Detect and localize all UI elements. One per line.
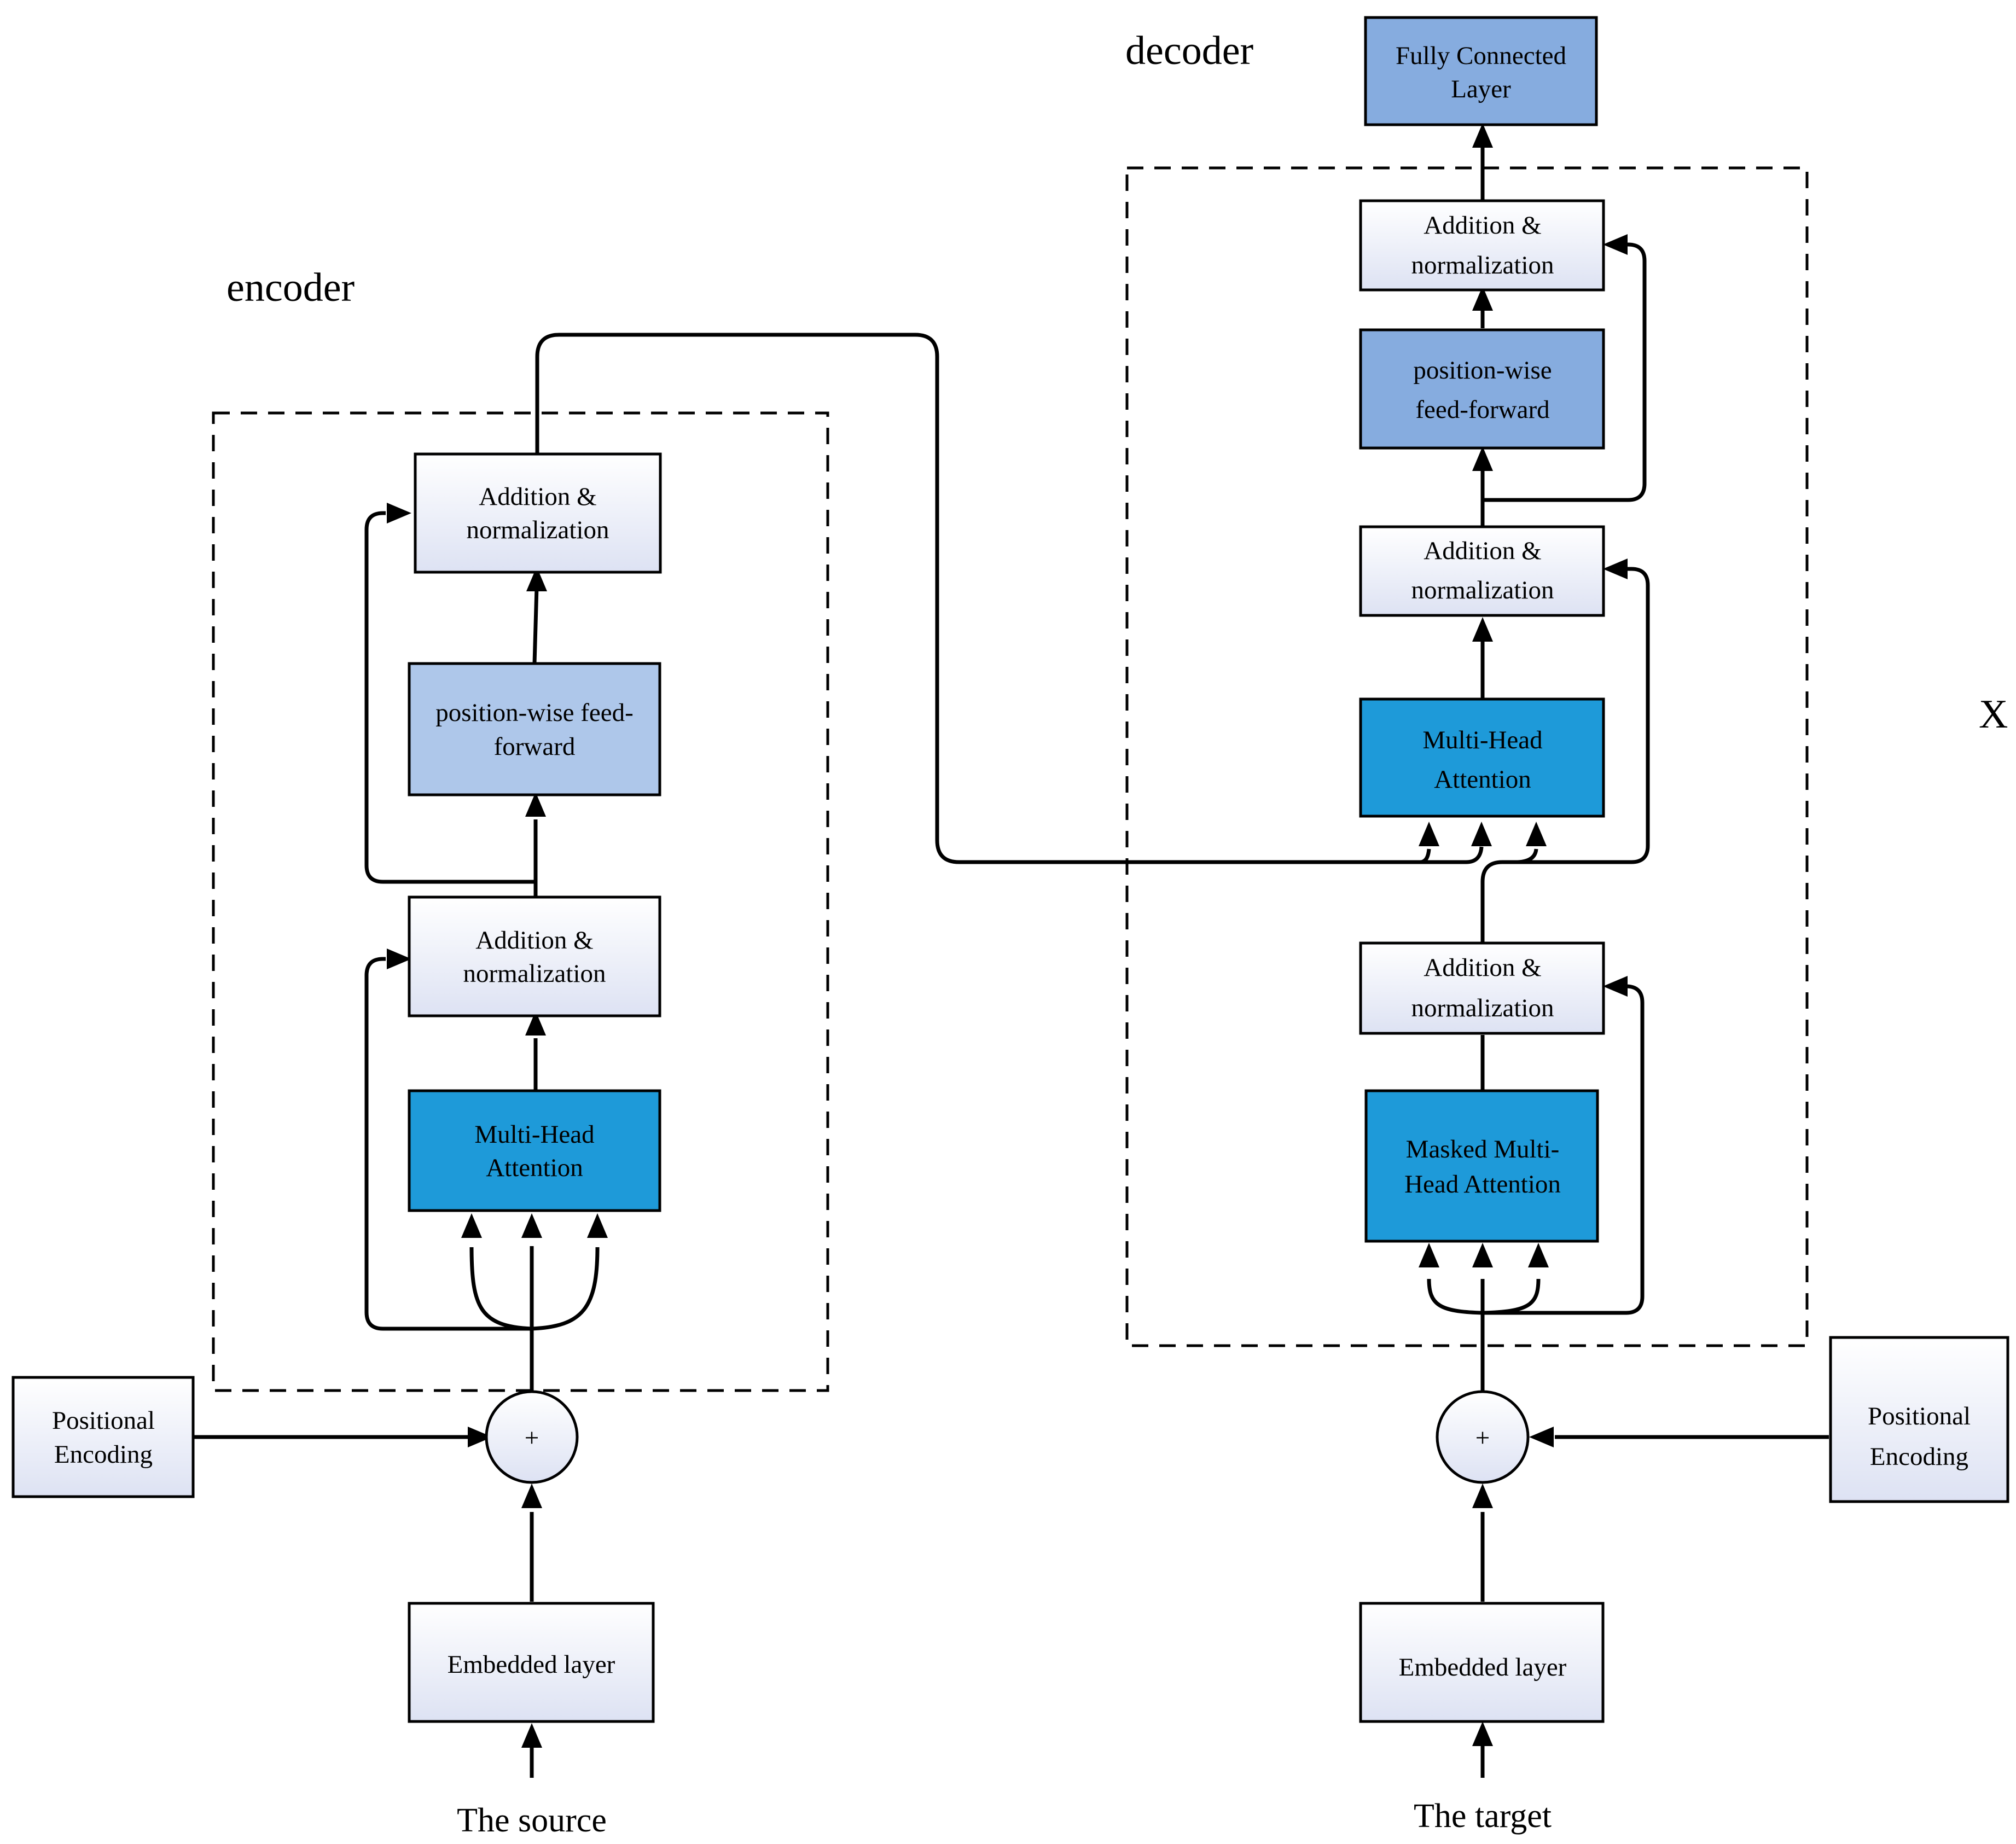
dec-addnorm1-to-attn-q [1480,848,1538,943]
arrowhead [1472,1721,1493,1746]
svg-text:position-wise feed-forward: position-wise feed-forward [435,699,634,761]
svg-text:Addition &normalization: Addition &normalization [466,482,609,544]
arrowhead [521,1213,542,1238]
svg-text:Addition &normalization: Addition &normalization [1411,537,1554,604]
arrowhead [1529,1427,1554,1447]
attention-branch-right [531,1247,600,1331]
arrowhead [526,567,547,591]
svg-text:Addition &normalization: Addition &normalization [1411,211,1554,280]
arrowhead [1472,1243,1493,1267]
arrowhead [521,1484,542,1508]
encoder-to-decoder-memory [535,333,1431,864]
svg-text:+: + [525,1424,539,1452]
decoder-addition-normalization-box-3: Addition &normalization [1359,199,1605,292]
encoder-residual-2 [364,511,536,884]
arrowhead [1472,617,1493,642]
arrowhead [1603,976,1628,997]
encoder-ff-to-addnorm [532,587,539,664]
masked-branch-right [1482,1278,1541,1315]
encoder-residual-1 [364,957,532,1331]
decoder-sum-node: + [1436,1390,1530,1484]
decoder-addition-normalization-box-1: Addition &normalization [1359,941,1605,1035]
svg-text:Addition &normalization: Addition &normalization [1411,953,1554,1022]
arrowhead [1419,822,1439,846]
encoder-feed-forward-box: position-wise feed-forward [408,662,661,796]
arrowhead [1603,234,1628,255]
encoder-label: encoder [226,265,355,310]
arrowhead [525,792,546,817]
decoder-stack-boundary [1125,166,1809,1347]
encoder-embedded-layer-box: Embedded layer [408,1602,655,1723]
arrowhead [1419,1243,1439,1267]
decoder-label: decoder [1125,28,1253,73]
decoder-residual-2 [1502,567,1650,864]
arrowhead [387,503,411,523]
arrowhead [525,1011,546,1036]
svg-text:Addition &normalization: Addition &normalization [463,926,606,988]
arrowhead [468,1427,492,1447]
encoder-addition-normalization-box-1: Addition &normalization [408,895,661,1017]
encoder-sum-node: + [485,1390,579,1484]
svg-text:+: + [1475,1424,1490,1452]
memory-to-attention-v [1420,846,1484,864]
decoder-addition-normalization-box-2: Addition &normalization [1359,525,1605,617]
svg-text:Embedded layer: Embedded layer [448,1650,615,1679]
arrowhead [1472,123,1493,148]
arrowhead [1603,559,1628,579]
decoder-masked-attention-box: Masked Multi-Head Attention [1364,1089,1599,1243]
arrowhead [387,949,411,969]
decoder-residual-3 [1483,242,1647,502]
masked-branch-left [1427,1278,1483,1315]
connector-lines [193,138,1829,1778]
arrowhead [1472,286,1493,311]
encoder-addition-normalization-box-2: Addition &normalization [414,452,662,574]
arrowhead [1472,446,1493,471]
arrowhead [1526,822,1547,846]
decoder-embedded-layer-box: Embedded layer [1359,1602,1605,1723]
svg-text:Embedded layer: Embedded layer [1399,1653,1567,1682]
target-input-label: The target [1414,1798,1552,1835]
encoder-stack-boundary [212,411,829,1392]
decoder-residual-1 [1483,984,1645,1315]
arrowhead [587,1213,608,1238]
attention-branch-left [469,1247,532,1331]
repeat-count-label: X n [1979,692,2016,737]
arrowhead [1471,822,1492,846]
svg-text:Masked Multi-Head Attention: Masked Multi-Head Attention [1404,1135,1561,1199]
arrowhead [461,1213,482,1238]
source-input-label: The source [457,1802,607,1839]
arrowhead [1528,1243,1549,1267]
arrowhead [521,1723,542,1748]
arrowhead [1472,1484,1493,1508]
